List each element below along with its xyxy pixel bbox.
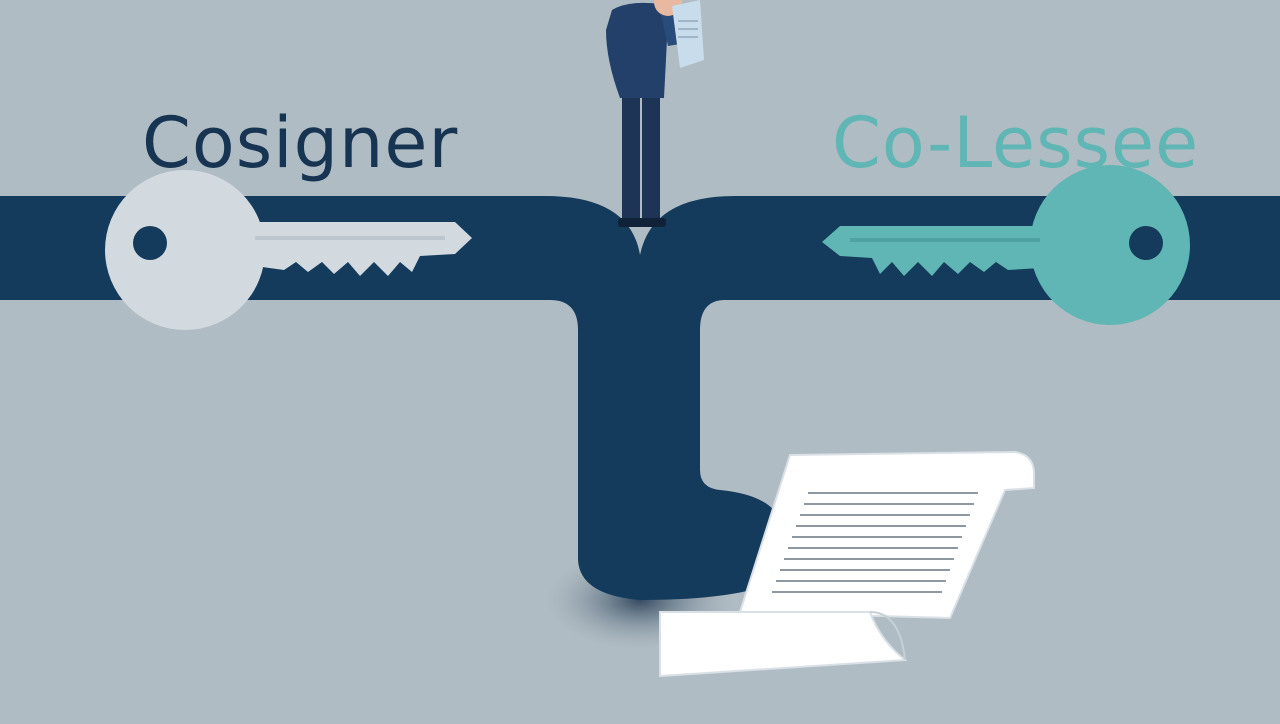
key-icon-left — [105, 170, 472, 330]
road — [0, 196, 1280, 600]
label-co-lessee: Co-Lessee — [832, 102, 1200, 184]
person-reading-icon — [606, 0, 704, 227]
scroll-document-icon — [659, 450, 1036, 678]
road-left-branch — [0, 196, 1280, 600]
label-cosigner: Cosigner — [142, 102, 459, 184]
document-text-lines — [772, 492, 978, 593]
key-icon-right — [822, 165, 1190, 325]
